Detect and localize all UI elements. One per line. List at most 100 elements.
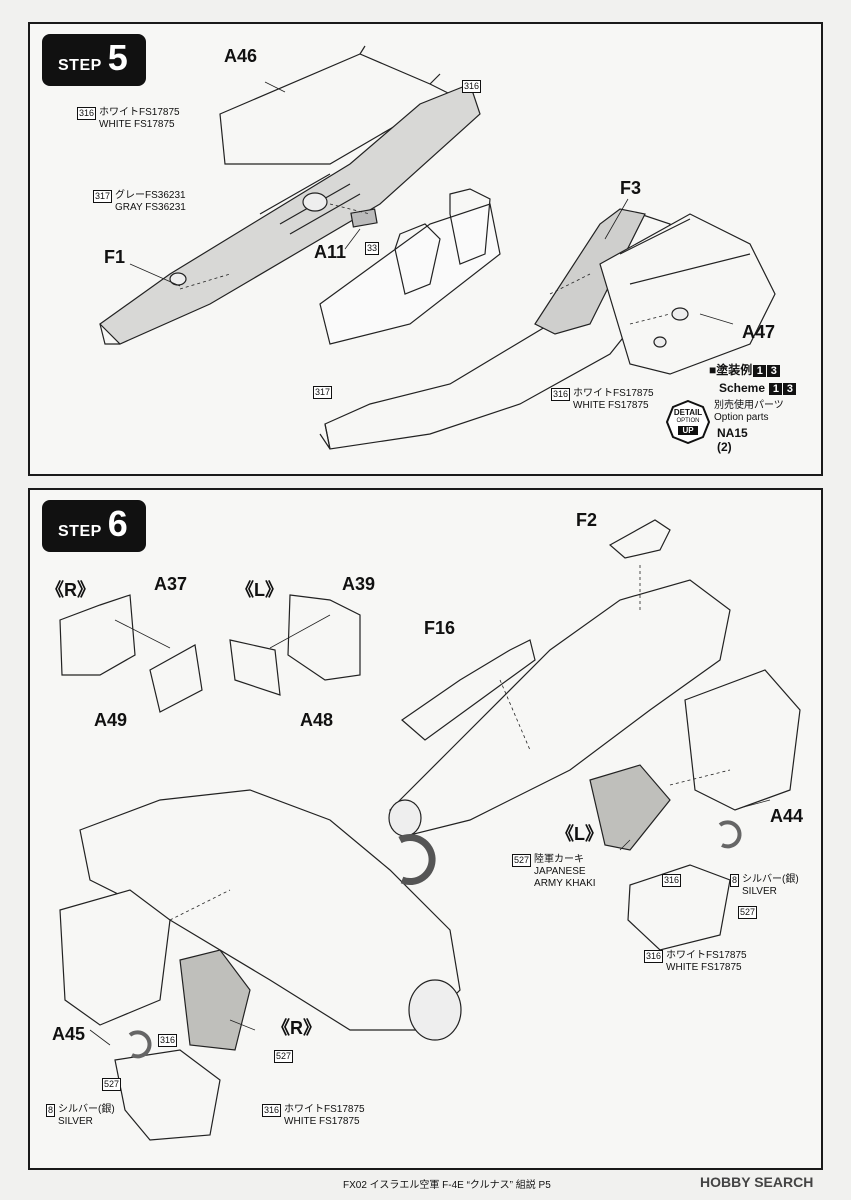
a44-part: [684, 669, 801, 811]
door-l-khaki-part: [589, 764, 671, 851]
step-number: 6: [107, 503, 128, 544]
option-part-qty: (2): [717, 440, 732, 454]
label-a45: A45: [52, 1024, 86, 1044]
label-r-mark: 《R》: [46, 580, 95, 600]
label-r-mark-door: 《R》: [272, 1018, 321, 1038]
label-l-mark: 《L》: [236, 580, 283, 600]
scheme-num: 3: [783, 383, 797, 395]
paint-code: 316: [262, 1104, 282, 1117]
paint-code-316-r: 316: [158, 1034, 180, 1047]
paint-code: 8: [730, 874, 740, 887]
paint-en: WHITE FS17875: [99, 119, 175, 130]
paint-code-527-left: 527: [102, 1078, 124, 1091]
detail-up-badge: DETAIL OPTION UP: [666, 400, 710, 444]
a11-part: [350, 208, 378, 228]
step6-panel: STEP 6: [28, 488, 823, 1170]
a39-part: [287, 594, 361, 681]
paint-callout-white-316-left: 316 ホワイトFS17875 WHITE FS17875: [262, 1104, 365, 1128]
paint-jp: ホワイトFS17875: [99, 107, 180, 118]
option-part-number: NA15: [717, 426, 748, 440]
f3-part: [534, 208, 646, 335]
scheme-jp-label: ■塗装例: [709, 363, 753, 377]
a45-part: [59, 889, 171, 1026]
detail-badge-mid: OPTION: [676, 418, 700, 424]
rotate-arrow-small-icon: [718, 820, 742, 849]
step-number: 5: [107, 37, 128, 78]
upper-fuselage-part: [389, 579, 731, 836]
right-intake-part: [599, 213, 776, 375]
silver-left-part: [114, 1049, 221, 1141]
paint-code-33: 33: [365, 242, 382, 255]
step5-panel: STEP 5: [28, 22, 823, 476]
rotate-arrow-icon: [398, 834, 436, 886]
label-l-mark-door: 《L》: [556, 824, 603, 844]
paint-jp: シルバー(銀): [742, 874, 799, 885]
step-word: STEP: [58, 57, 102, 74]
fuselage-part: [324, 213, 671, 450]
paint-code: 527: [512, 854, 532, 867]
paint-en: JAPANESE: [534, 866, 586, 877]
label-f2: F2: [576, 510, 598, 530]
paint-jp: ホワイトFS17875: [284, 1104, 365, 1115]
f2-part: [608, 519, 671, 559]
silver-right-part: [627, 864, 731, 951]
paint-code-527-r: 527: [274, 1050, 296, 1063]
a49-part: [149, 644, 203, 713]
label-f1: F1: [104, 247, 126, 267]
paint-code-317-nose: 317: [313, 386, 335, 399]
paint-code: 316: [158, 1034, 178, 1047]
step6-badge: STEP 6: [42, 500, 146, 552]
paint-callout-gray-317: 317 グレーFS36231 GRAY FS36231: [93, 190, 186, 214]
label-a44: A44: [770, 806, 804, 826]
step-word: STEP: [58, 523, 102, 540]
option-parts-jp: 別売使用パーツ: [714, 400, 784, 411]
step5-badge: STEP 5: [42, 34, 146, 86]
paint-jp: グレーFS36231: [115, 190, 186, 201]
cockpit-tub-part: [319, 203, 501, 345]
paint-code: 316: [644, 950, 664, 963]
paint-code: 527: [102, 1078, 122, 1091]
scheme-num: 3: [767, 365, 781, 377]
left-intake-part: [99, 83, 481, 345]
a48-part: [229, 639, 281, 696]
scheme-num: 1: [753, 365, 767, 377]
paint-code: 33: [365, 242, 380, 255]
paint-jp: ホワイトFS17875: [573, 388, 654, 399]
paint-en: WHITE FS17875: [573, 400, 649, 411]
detail-badge-shape: [666, 400, 710, 444]
a37-part: [59, 594, 136, 676]
paint-code-527-right: 527: [738, 906, 760, 919]
paint-code: 316: [77, 107, 97, 120]
paint-code: 527: [274, 1050, 294, 1063]
paint-code: 527: [738, 906, 758, 919]
paint-en: WHITE FS17875: [666, 962, 742, 973]
label-a47: A47: [742, 322, 776, 342]
scheme-num: 1: [769, 383, 783, 395]
label-a48: A48: [300, 710, 334, 730]
paint-code: 317: [93, 190, 113, 203]
option-parts-en: Option parts: [714, 412, 769, 423]
paint-callout-white-316-right: 316 ホワイトFS17875 WHITE FS17875: [644, 950, 747, 974]
label-a39: A39: [342, 574, 376, 594]
paint-code-316-l: 316: [662, 874, 684, 887]
f16-part: [401, 639, 536, 741]
door-r-khaki-part: [179, 949, 251, 1051]
paint-code: 316: [551, 388, 571, 401]
paint-callout-khaki-527: 527 陸軍カーキ JAPANESE ARMY KHAKI: [512, 854, 596, 890]
detail-badge-bottom: UP: [678, 426, 698, 435]
paint-code: 316: [462, 80, 482, 93]
footer-caption: FX02 イスラエル空軍 F-4E “クルナス” 組説 P5: [343, 1180, 551, 1191]
paint-en: GRAY FS36231: [115, 202, 186, 213]
paint-callout-silver-8-left: 8 シルバー(銀) SILVER: [46, 1104, 115, 1128]
paint-code: 8: [46, 1104, 56, 1117]
paint-callout-white-316-mid: 316 ホワイトFS17875 WHITE FS17875: [551, 388, 654, 412]
watermark-logo: HOBBY SEARCH: [700, 1174, 814, 1190]
paint-callout-silver-8-right: 8 シルバー(銀) SILVER: [730, 874, 799, 898]
paint-en: SILVER: [58, 1116, 93, 1127]
paint-en: SILVER: [742, 886, 777, 897]
step5-illustration: [99, 45, 776, 450]
detail-badge-top: DETAIL: [673, 408, 703, 417]
paint-jp: シルバー(銀): [58, 1104, 115, 1115]
